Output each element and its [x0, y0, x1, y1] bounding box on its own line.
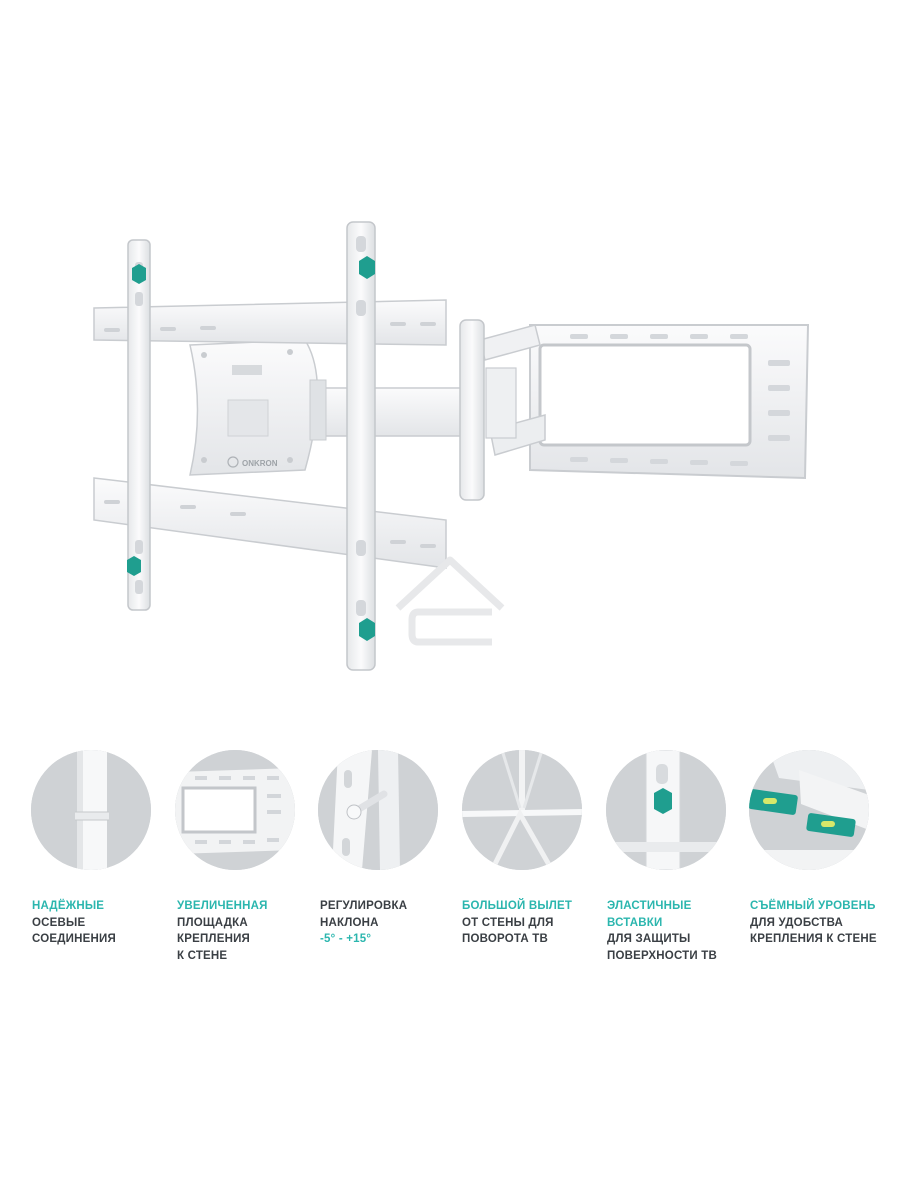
feature-caption: УВЕЛИЧЕННАЯ ПЛОЩАДКА КРЕПЛЕНИЯ К СТЕНЕ — [177, 898, 312, 964]
feature-image-elastic-insert — [606, 750, 726, 870]
caption-line: ОСЕВЫЕ — [32, 916, 86, 929]
caption-line: КРЕПЛЕНИЯ — [177, 933, 251, 945]
caption-line: СЪЁМНЫЙ УРОВЕНЬ — [750, 900, 876, 912]
elastic-insert-icon — [359, 618, 375, 641]
caption-line: НАКЛОНА — [320, 916, 379, 929]
caption-line: К СТЕНЕ — [177, 949, 228, 962]
caption-line: СОЕДИНЕНИЯ — [32, 933, 116, 945]
house-watermark-icon — [395, 556, 505, 646]
caption-line: -5° - +15° — [320, 933, 372, 945]
caption-line: ПЛОЩАДКА — [177, 916, 248, 929]
feature-caption: ЭЛАСТИЧНЫЕ ВСТАВКИ ДЛЯ ЗАЩИТЫ ПОВЕРХНОСТ… — [607, 898, 742, 964]
feature-caption: НАДЁЖНЫЕ ОСЕВЫЕ СОЕДИНЕНИЯ — [32, 898, 167, 948]
feature-image-tilt — [318, 750, 438, 870]
vertical-tv-bar-left — [127, 239, 151, 611]
caption-line: ОТ СТЕНЫ ДЛЯ — [462, 916, 554, 929]
elastic-insert-icon — [127, 556, 141, 576]
vertical-tv-bar-right — [346, 221, 376, 671]
caption-line: УВЕЛИЧЕННАЯ — [177, 900, 268, 912]
feature-image-spirit-level — [749, 750, 869, 870]
caption-line: ДЛЯ УДОБСТВА — [750, 916, 844, 929]
feature-caption: РЕГУЛИРОВКА НАКЛОНА -5° - +15° — [320, 898, 455, 948]
brand-logo: ONKRON — [242, 459, 278, 468]
feature-image-extension — [462, 750, 582, 870]
caption-line: НАДЁЖНЫЕ — [32, 900, 105, 912]
elastic-insert-icon — [132, 264, 146, 284]
caption-line: ДЛЯ ЗАЩИТЫ — [607, 933, 691, 945]
caption-line: ПОВОРОТА ТВ — [462, 933, 548, 945]
caption-line: ПОВЕРХНОСТИ ТВ — [607, 949, 717, 962]
caption-line: РЕГУЛИРОВКА — [320, 900, 408, 912]
feature-image-pivot-joint — [31, 750, 151, 870]
elastic-insert-icon — [359, 256, 375, 279]
feature-caption: БОЛЬШОЙ ВЫЛЕТ ОТ СТЕНЫ ДЛЯ ПОВОРОТА ТВ — [462, 898, 597, 948]
caption-line: КРЕПЛЕНИЯ К СТЕНЕ — [750, 933, 877, 945]
feature-image-wall-plate — [175, 750, 295, 870]
feature-caption: СЪЁМНЫЙ УРОВЕНЬ ДЛЯ УДОБСТВА КРЕПЛЕНИЯ К… — [750, 898, 890, 948]
caption-line: БОЛЬШОЙ ВЫЛЕТ — [462, 900, 573, 912]
wall-plate — [529, 324, 810, 480]
caption-line: ВСТАВКИ — [607, 916, 663, 929]
tilt-head: ONKRON — [189, 339, 327, 476]
caption-line: ЭЛАСТИЧНЫЕ — [607, 900, 692, 912]
tv-mount-product-image: ONKRON — [93, 221, 810, 671]
extension-arm — [319, 319, 546, 501]
